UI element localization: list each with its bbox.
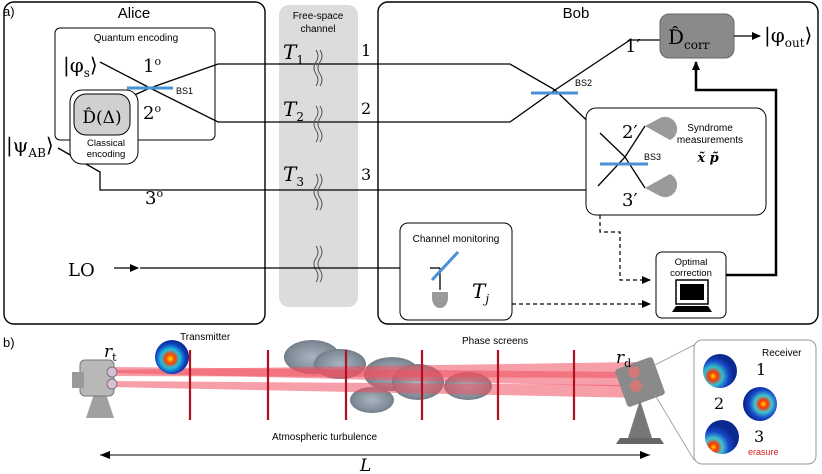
laser-beams (110, 362, 640, 398)
zoom-line-bottom (654, 394, 695, 461)
channel-band (279, 5, 358, 307)
phi-s-ket: |φs⟩ (63, 53, 98, 80)
syndrome-paths (597, 125, 646, 189)
monitor-detector-body (432, 292, 448, 308)
monitor-beam-splitter (430, 250, 460, 282)
phi-out-ket: |φout⟩ (764, 23, 812, 50)
receiver-mode-2 (743, 387, 777, 421)
panel-a-label: a) (3, 4, 15, 19)
bob-title: Bob (563, 5, 590, 22)
channel-monitoring-box (399, 222, 513, 321)
d-corr-operator: D̂corr (668, 25, 710, 52)
panel-b-label: b) (3, 335, 15, 350)
t3-label: T3 (283, 162, 304, 189)
line-1-label: 1 (361, 41, 371, 60)
phase-screens (188, 350, 576, 420)
bs3-label: BS3 (644, 152, 661, 162)
feedback-arrow (692, 61, 778, 277)
mode-3-label: 3o (145, 187, 163, 209)
alice-box (3, 1, 266, 325)
alice-title: Alice (118, 5, 151, 22)
t1-label: T1 (283, 40, 304, 67)
mode-2-label: 2o (143, 102, 161, 124)
zoom-line-top (654, 344, 695, 366)
r-t-label: rt (104, 342, 117, 364)
classical-encoding-2: encoding (87, 149, 126, 160)
syndrome-box (585, 107, 767, 216)
transmitter-label: Transmitter (180, 332, 231, 343)
receiver-mode-3 (705, 420, 739, 454)
syndrome-title-1: Syndrome (687, 123, 733, 134)
line-3-label: 3 (361, 165, 371, 184)
receiver-mode-3-label: 3 (754, 427, 764, 446)
transmitter-mode-profile (155, 340, 189, 374)
t2-label: T2 (283, 97, 304, 124)
transmitter-telescope-icon (72, 359, 118, 418)
erasure-label: erasure (748, 447, 779, 457)
receiver-telescope-icon (615, 357, 665, 444)
computer-icon (672, 279, 712, 312)
receiver-mode-1-label: 1 (756, 360, 766, 379)
optimal-correction-1: Optimal (675, 257, 708, 268)
quantum-encoding-title: Quantum encoding (94, 33, 179, 44)
phase-screens-label: Phase screens (462, 336, 528, 347)
line-2-label: 2 (361, 99, 371, 118)
syndrome-to-correction-dashed (599, 215, 651, 284)
distance-label: L (359, 456, 371, 474)
mode-1-label: 1o (143, 55, 161, 77)
d-delta-operator-box (73, 93, 131, 136)
detector-2-icon (645, 116, 678, 140)
d-delta-operator: D̂(Δ) (82, 108, 121, 128)
channel-title-2: channel (300, 24, 335, 35)
optimal-correction-2: correction (670, 268, 712, 279)
r-d-label: rd (616, 348, 631, 370)
mode-1-prime: 1′ (625, 36, 641, 57)
classical-encoding-1: Classical (87, 138, 125, 149)
tj-label: Tj (472, 279, 489, 306)
receiver-mode-2-label: 2 (714, 394, 724, 413)
receiver-mode-1 (703, 354, 737, 388)
channel-monitoring-title: Channel monitoring (413, 234, 500, 245)
bs2-label: BS2 (575, 78, 592, 88)
turbulence-squiggles (313, 49, 323, 283)
channel-title-1: Free-space (293, 11, 344, 22)
receiver-label: Receiver (762, 348, 802, 359)
mode-3-prime: 3′ (622, 190, 638, 211)
atmospheric-turbulence-label: Atmospheric turbulence (272, 432, 377, 443)
lo-label: LO (68, 260, 95, 281)
mode-2-prime: 2′ (622, 122, 638, 143)
psi-ab-ket: |ψAB⟩ (6, 133, 54, 160)
bs1-label: BS1 (176, 86, 193, 96)
bob-box (377, 1, 819, 325)
distance-arrow-right (640, 451, 650, 459)
detector-3-icon (645, 174, 678, 198)
syndrome-title-2: measurements (677, 135, 743, 146)
quadratures-label: x̃ p̃ (696, 151, 718, 166)
distance-arrow-left (100, 451, 110, 459)
